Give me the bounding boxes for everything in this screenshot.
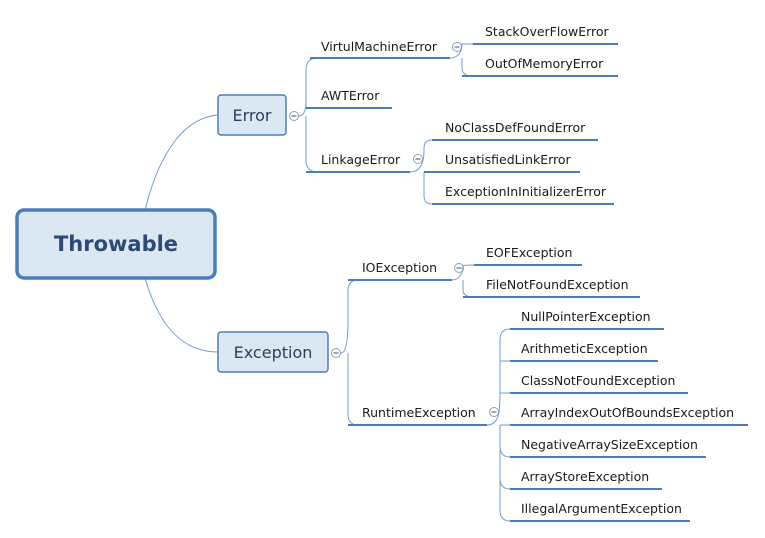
node-outofmemoryerror[interactable]: OutOfMemoryError: [485, 56, 604, 71]
node-error[interactable]: Error: [217, 94, 287, 136]
root-node[interactable]: Throwable: [15, 208, 217, 280]
collapse-error-icon[interactable]: [289, 111, 299, 121]
collapse-linkageerror-icon[interactable]: [413, 154, 423, 164]
collapse-runtimeexception-icon[interactable]: [489, 407, 499, 417]
node-negativearraysizeexception[interactable]: NegativeArraySizeException: [521, 437, 698, 452]
node-illegalargumentexception[interactable]: IllegalArgumentException: [521, 501, 682, 516]
collapse-ioexception-icon[interactable]: [454, 263, 464, 273]
node-exceptionininitializererror[interactable]: ExceptionInInitializerError: [445, 184, 607, 199]
node-nullpointerexception[interactable]: NullPointerException: [521, 309, 651, 324]
connector-root-error: [144, 114, 219, 211]
root-node-label: Throwable: [54, 232, 178, 256]
node-eofexception[interactable]: EOFException: [486, 245, 572, 260]
node-exception[interactable]: Exception: [217, 331, 329, 373]
node-noclassdeffounderror[interactable]: NoClassDefFoundError: [445, 120, 586, 135]
node-error-label: Error: [233, 106, 272, 125]
node-awterror[interactable]: AWTError: [321, 88, 380, 103]
node-stackoverflowerror[interactable]: StackOverFlowError: [485, 24, 610, 39]
node-runtimeexception[interactable]: RuntimeException: [362, 405, 476, 420]
node-ioexception[interactable]: IOException: [362, 260, 437, 275]
node-filenotfoundexception[interactable]: FileNotFoundException: [486, 277, 629, 292]
node-arithmeticexception[interactable]: ArithmeticException: [521, 341, 648, 356]
node-virtualmachineerror[interactable]: VirtulMachineError: [321, 39, 438, 54]
connector-runtime-children: [486, 328, 511, 522]
node-classnotfoundexception[interactable]: ClassNotFoundException: [521, 373, 675, 388]
node-unsatisfiedlinkerror[interactable]: UnsatisfiedLinkError: [445, 152, 572, 167]
connector-error-branches: [298, 57, 319, 173]
node-arraystoreexception[interactable]: ArrayStoreException: [521, 469, 649, 484]
node-arrayindexoutofboundsexception[interactable]: ArrayIndexOutOfBoundsException: [521, 405, 734, 420]
collapse-virtualmachineerror-icon[interactable]: [452, 42, 462, 52]
connector-exception-branches: [340, 279, 359, 426]
node-linkageerror[interactable]: LinkageError: [321, 152, 401, 167]
collapse-exception-icon[interactable]: [331, 348, 341, 358]
node-exception-label: Exception: [234, 343, 313, 362]
connector-root-exception: [144, 277, 219, 353]
